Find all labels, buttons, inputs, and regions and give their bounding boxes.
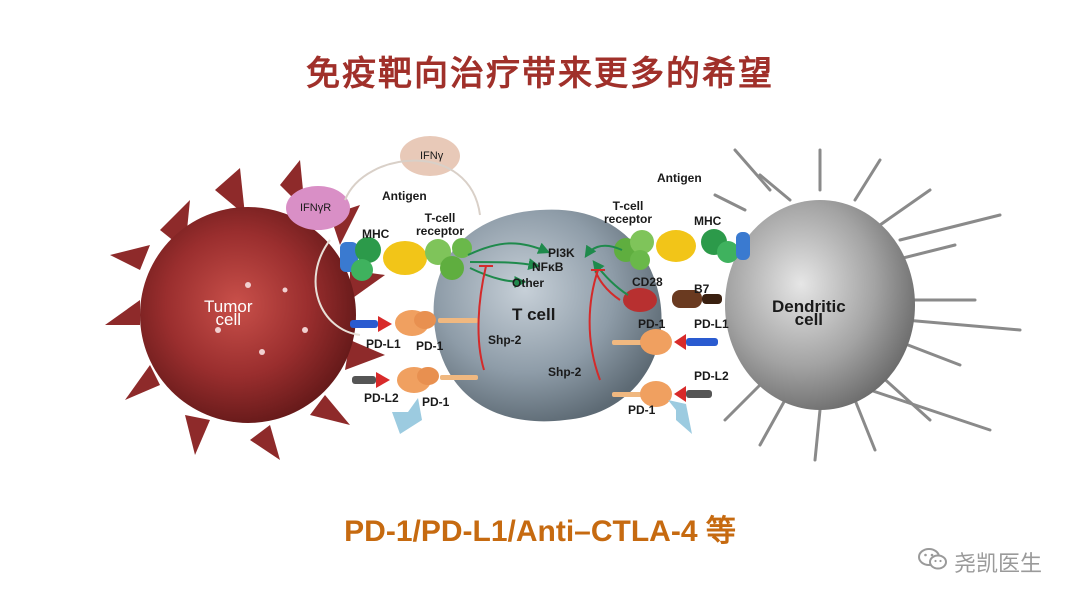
b7-label: B7 [694, 282, 710, 296]
dendritic-cell [725, 200, 915, 410]
pd1-left-lower-label: PD-1 [422, 395, 450, 409]
tumor-cell [140, 207, 356, 423]
right-pd1-lower [612, 381, 672, 407]
antigen-right-label: Antigen [657, 171, 702, 185]
left-pd1-upper [395, 310, 478, 336]
right-tcr [614, 230, 654, 270]
pd1-right-upper-label: PD-1 [638, 317, 666, 331]
left-antigen [383, 241, 427, 275]
blue-arrow-left [392, 398, 422, 434]
mhc-right-label: MHC [694, 214, 722, 228]
mhc-left-label: MHC [362, 227, 390, 241]
right-pdl2 [674, 386, 712, 402]
pd1-right-lower-label: PD-1 [628, 403, 656, 417]
cd28-label: CD28 [632, 275, 663, 289]
dendritic-cell-spikes [713, 148, 1022, 462]
tcr-right-label: T-cell receptor [604, 199, 653, 226]
nfkb-label: NFκB [532, 260, 564, 274]
pdl1-left-label: PD-L1 [366, 337, 401, 351]
slide-subtitle: PD-1/PD-L1/Anti–CTLA-4 等 [344, 515, 736, 548]
activation-arrows [467, 242, 629, 296]
pd1-left-upper-label: PD-1 [416, 339, 444, 353]
pdl2-right-label: PD-L2 [694, 369, 729, 383]
right-pd1-upper [612, 329, 672, 355]
right-mhc [701, 229, 750, 263]
inhibition-lines [477, 265, 621, 381]
left-pd1-lower [397, 367, 478, 393]
ifngr-blob [286, 186, 350, 230]
pdl2-left-label: PD-L2 [364, 391, 399, 405]
tcr-left-label: T-cell receptor [416, 211, 465, 238]
left-pdl1 [350, 316, 392, 332]
tumor-cell-label: Tumor cell [204, 297, 253, 329]
tumor-cell-nuclei [215, 282, 308, 355]
other-label: Other [512, 276, 545, 290]
cd28 [623, 288, 657, 312]
pi3k-label: PI3K [548, 246, 575, 260]
right-antigen [656, 230, 696, 262]
watermark-text: 尧凯医生 [953, 552, 1042, 577]
ifng-arc [344, 159, 481, 216]
left-tcr [425, 238, 472, 280]
ifng-label: IFNγ [420, 150, 444, 162]
wechat-icon [917, 547, 948, 577]
ifngr-label: IFNγR [300, 202, 332, 214]
left-pdl2 [352, 372, 390, 388]
pdl1-right-label: PD-L1 [694, 317, 729, 331]
blue-arrow-right [668, 400, 692, 434]
slide-title: 免疫靶向治疗带来更多的希望 [306, 54, 774, 94]
shp2-right-label: Shp-2 [548, 365, 582, 379]
right-pdl1 [674, 334, 718, 350]
t-cell-label: T cell [512, 305, 556, 324]
ifng-arc-down [314, 239, 361, 336]
watermark: 尧凯医生 [917, 546, 1042, 578]
left-mhc [340, 237, 381, 281]
dendritic-cell-label: Dendritic cell [772, 297, 846, 329]
shp2-left-label: Shp-2 [488, 333, 522, 347]
b7 [672, 290, 722, 308]
antigen-left-label: Antigen [382, 189, 427, 203]
